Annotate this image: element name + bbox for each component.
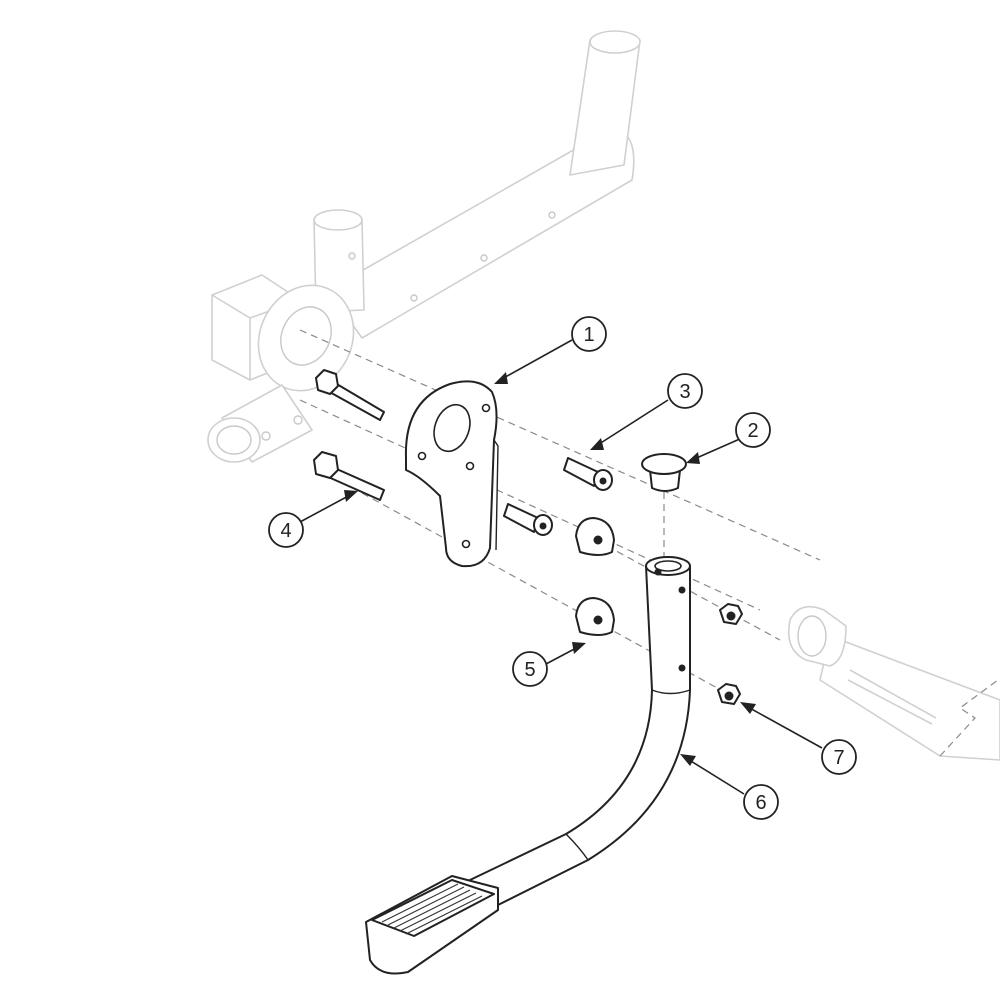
mounting-plate-hole bbox=[465, 461, 475, 471]
leader-4 bbox=[299, 493, 353, 523]
leader-2-arrow bbox=[686, 452, 700, 464]
ghost-receiver bbox=[787, 605, 1000, 761]
callout-4-label: 4 bbox=[280, 520, 291, 542]
hanger-tube-bore bbox=[654, 560, 682, 572]
ghost-rail-hole bbox=[548, 211, 556, 219]
callout-4: 4 bbox=[268, 512, 304, 548]
foot-plate-grip bbox=[381, 883, 483, 935]
leader-2 bbox=[691, 437, 743, 461]
hanger-tube-hole bbox=[678, 664, 686, 672]
long-bolt-lower-head bbox=[313, 451, 339, 479]
ghost-bracket-hole bbox=[293, 415, 303, 425]
hanger-tube-hole bbox=[654, 568, 662, 576]
nut-lower-face bbox=[724, 691, 734, 701]
callout-7-label: 7 bbox=[833, 747, 844, 769]
ghost-receiver-break bbox=[939, 679, 999, 757]
callout-2-circle bbox=[735, 412, 771, 448]
mounting-plate-hole bbox=[481, 403, 491, 413]
short-bolts bbox=[503, 457, 613, 536]
callout-5-label: 5 bbox=[524, 659, 535, 681]
leader-lines bbox=[299, 339, 823, 795]
callout-1-circle bbox=[571, 316, 607, 352]
spacer-upper bbox=[575, 517, 615, 556]
short-bolt-upper-socket bbox=[599, 477, 607, 485]
ghost-bracket-bore bbox=[280, 306, 332, 366]
long-bolts bbox=[313, 369, 385, 501]
short-bolt-upper-shank bbox=[563, 457, 599, 487]
ghost-lower-tube-bore bbox=[216, 425, 252, 455]
spacers bbox=[575, 517, 615, 636]
leader-7-arrow bbox=[740, 702, 756, 714]
spacer-upper-hole bbox=[593, 535, 603, 545]
hanger-tube-hole bbox=[678, 586, 686, 594]
callout-1: 1 bbox=[571, 316, 607, 352]
callout-3: 3 bbox=[667, 373, 703, 409]
spacer-lower-hole bbox=[593, 615, 603, 625]
hanger-tube-body bbox=[469, 565, 691, 907]
callout-2: 2 bbox=[735, 412, 771, 448]
hanger-tube-joint bbox=[651, 689, 691, 695]
leader-1 bbox=[499, 339, 573, 381]
ghost-rear-upright-top bbox=[589, 30, 641, 54]
ghost-rail-hole bbox=[348, 252, 356, 260]
callout-2-label: 2 bbox=[747, 420, 758, 442]
leader-3 bbox=[595, 399, 669, 447]
leader-1-arrow bbox=[494, 372, 508, 384]
assembly-line-spacer bbox=[595, 539, 781, 641]
short-bolt-lower-shank bbox=[503, 503, 539, 533]
leader-3-arrow bbox=[590, 438, 604, 450]
callout-6: 6 bbox=[743, 784, 779, 820]
callout-6-label: 6 bbox=[755, 792, 766, 814]
hanger-tube bbox=[365, 556, 691, 975]
mounting-plate bbox=[404, 380, 499, 568]
ghost-receiver-slot bbox=[847, 669, 937, 725]
end-cap bbox=[641, 453, 687, 492]
short-bolt-lower-socket bbox=[539, 522, 547, 530]
callout-4-circle bbox=[268, 512, 304, 548]
ghost-frame bbox=[207, 30, 641, 463]
hanger-tube-bend-joint bbox=[565, 833, 589, 861]
long-bolt-upper-head bbox=[315, 369, 339, 395]
leader-5-arrow bbox=[572, 642, 586, 654]
end-cap-top bbox=[641, 453, 687, 475]
ghost-front-upright-top bbox=[313, 209, 363, 231]
nuts bbox=[717, 603, 743, 705]
assembly-line-upper-bolt bbox=[299, 329, 821, 561]
mounting-plate-bore bbox=[433, 403, 471, 453]
ghost-rail-hole bbox=[480, 254, 488, 262]
mounting-plate-body bbox=[404, 380, 498, 568]
leader-7 bbox=[745, 705, 823, 749]
callout-5-circle bbox=[512, 651, 548, 687]
ghost-bracket-hole bbox=[261, 431, 271, 441]
nut-upper-face bbox=[726, 611, 736, 621]
end-cap-stem bbox=[649, 469, 681, 492]
callout-3-label: 3 bbox=[679, 381, 690, 403]
leader-6-arrow bbox=[680, 754, 696, 766]
callout-6-circle bbox=[743, 784, 779, 820]
assembly-lines bbox=[299, 329, 821, 696]
ghost-rail-hole bbox=[410, 294, 418, 302]
ghost-receiver-tube bbox=[819, 635, 1000, 761]
mounting-plate-hole bbox=[461, 539, 471, 549]
callout-7: 7 bbox=[821, 739, 857, 775]
callout-5: 5 bbox=[512, 651, 548, 687]
mounting-plate-hole bbox=[417, 451, 427, 461]
callout-3-circle bbox=[667, 373, 703, 409]
callout-7-circle bbox=[821, 739, 857, 775]
mounting-plate-edge bbox=[493, 439, 499, 551]
ghost-receiver-collar-bore bbox=[797, 615, 827, 657]
spacer-lower bbox=[575, 597, 615, 636]
leader-4-arrow bbox=[344, 490, 358, 502]
leader-6 bbox=[685, 757, 745, 795]
callout-1-label: 1 bbox=[583, 324, 594, 346]
